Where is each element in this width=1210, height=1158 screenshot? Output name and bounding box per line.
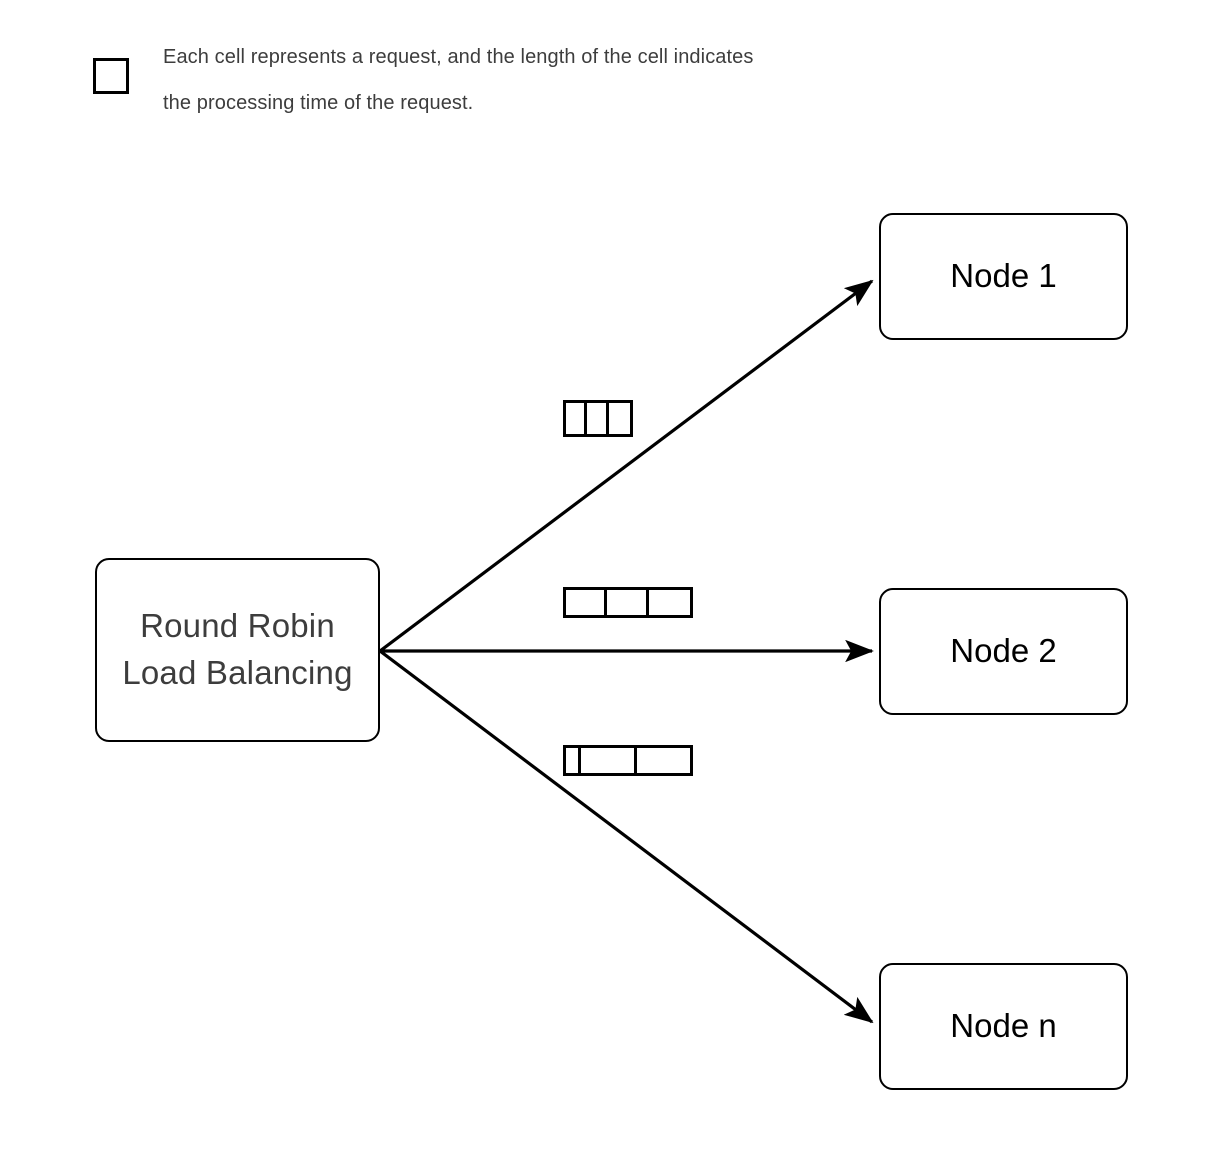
source-node-round-robin[interactable]: Round Robin Load Balancing [95,558,380,742]
node-label-n: Node n [950,1007,1057,1045]
request-cell [581,748,638,773]
empty-square-icon [93,58,129,94]
request-cell [566,748,582,773]
request-cell [607,590,649,615]
request-cell [637,748,690,773]
edge-to-node-3 [379,649,874,1024]
source-node-label: Round Robin Load Balancing [122,607,353,691]
legend: Each cell represents a request, and the … [93,34,993,134]
node-box-1[interactable]: Node 1 [879,213,1128,340]
request-queue-node-1 [563,400,633,437]
request-cell [566,590,608,615]
edge-to-node-1 [379,279,874,653]
legend-caption: Each cell represents a request, and the … [163,46,754,114]
node-label-1: Node 1 [950,257,1057,295]
request-queue-node-n [563,745,693,776]
request-queue-node-2 [563,587,693,618]
node-box-n[interactable]: Node n [879,963,1128,1090]
node-box-2[interactable]: Node 2 [879,588,1128,715]
node-label-2: Node 2 [950,632,1057,670]
request-cell [608,403,630,434]
request-cell [566,403,588,434]
request-cell [648,590,690,615]
request-cell [587,403,609,434]
